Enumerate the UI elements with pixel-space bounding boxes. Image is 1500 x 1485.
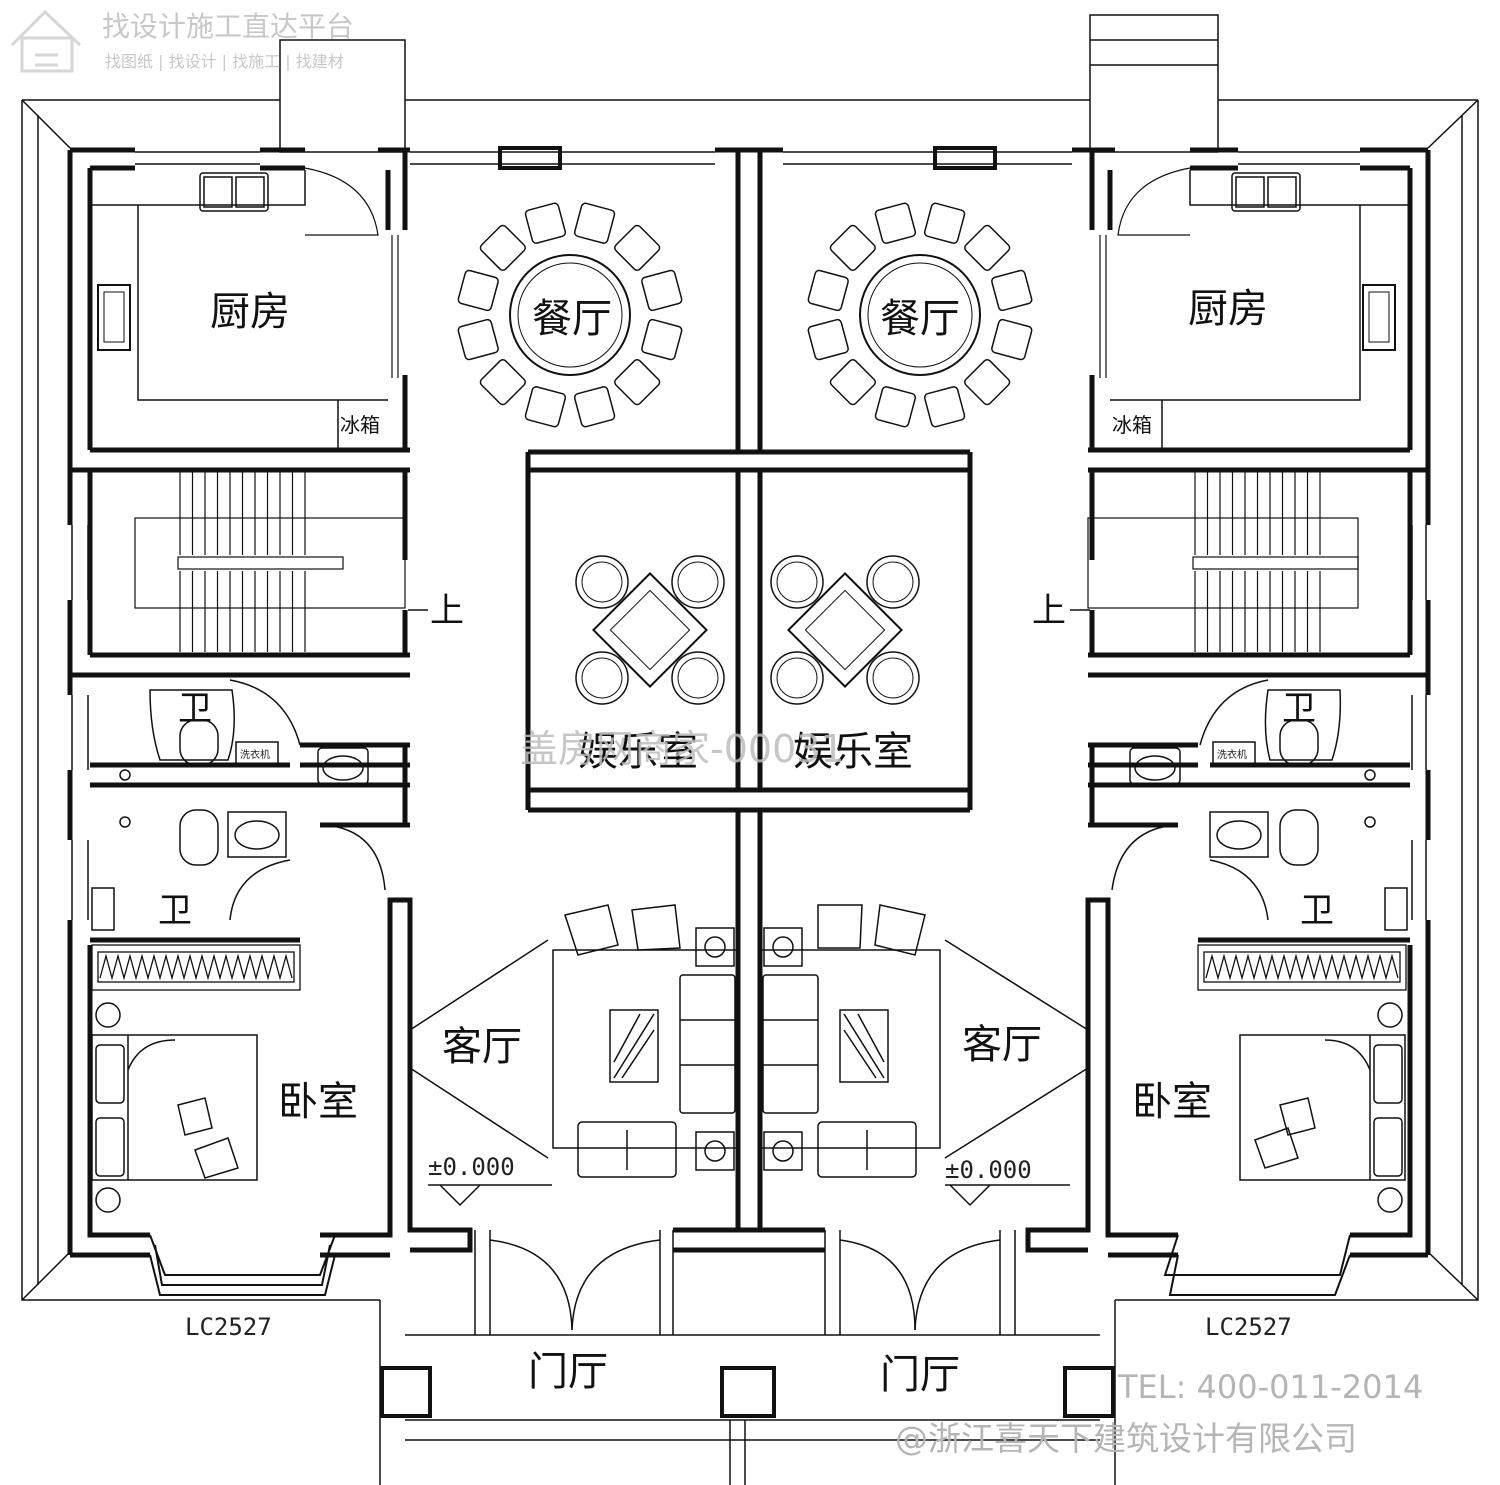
stair-right <box>1087 472 1359 652</box>
bay-window-right <box>1163 1234 1351 1296</box>
stair-up-right-label: 上 <box>1032 591 1066 631</box>
living-right-label: 客厅 <box>962 1022 1042 1068</box>
watermark-title: 找设计施工直达平台 <box>102 10 354 43</box>
logo-watermark <box>10 9 82 73</box>
fridge-left-label: 冰箱 <box>340 413 380 437</box>
dining-right-label: 餐厅 <box>880 296 960 342</box>
kitchen-door-left <box>304 167 399 378</box>
bedroom-left-label: 卧室 <box>278 1079 358 1125</box>
bath-lower-left-label: 卫 <box>158 891 192 931</box>
kitchen-door-right <box>1099 167 1191 378</box>
stair-up-left-label: 上 <box>430 591 464 631</box>
roof-outline <box>21 99 1479 1301</box>
elevation-right-label: ±0.000 <box>945 1156 1032 1184</box>
porch-columns <box>380 1366 1115 1418</box>
washer-right-1: 洗衣机 <box>1217 748 1247 761</box>
elevation-markers <box>428 1184 1070 1207</box>
entertain-right-label: 娱乐室 <box>793 729 913 775</box>
game-table-right <box>770 555 920 705</box>
stair-left <box>134 472 406 652</box>
kitchen-left-label: 厨房 <box>210 289 290 335</box>
living-furniture-left <box>409 904 739 1178</box>
wardrobe-right <box>1197 944 1407 991</box>
game-table-left <box>575 555 725 705</box>
bedroom-right-label: 卧室 <box>1132 1079 1212 1125</box>
bed-left <box>91 1002 258 1213</box>
wardrobe-left <box>91 944 301 991</box>
washer-left-1: 洗衣机 <box>240 748 270 761</box>
fridge-right-label: 冰箱 <box>1112 413 1152 437</box>
bath-lower-right-label: 卫 <box>1300 891 1334 931</box>
foyer-right-label: 门厅 <box>880 1352 960 1398</box>
dining-left-label: 餐厅 <box>532 296 612 342</box>
bay-window-left <box>149 1234 336 1296</box>
elevation-left-label: ±0.000 <box>428 1153 515 1181</box>
bath-upper-right-label: 卫 <box>1282 689 1316 729</box>
watermark-tel: TEL: 400-011-2014 <box>1117 1368 1423 1406</box>
kitchen-counter-left <box>92 170 388 448</box>
chimney-right <box>1089 14 1219 153</box>
watermark-center: 盖房网商家-00031 <box>520 727 845 771</box>
kitchen-right-label: 厨房 <box>1188 286 1268 332</box>
living-left-label: 客厅 <box>442 1024 522 1070</box>
windows <box>71 146 1427 920</box>
bed-right <box>1239 1002 1406 1213</box>
foyer-left-label: 门厅 <box>528 1349 608 1395</box>
watermark-company: @浙江喜天下建筑设计有限公司 <box>895 1419 1357 1458</box>
bath-fixtures-right <box>1111 679 1408 931</box>
bath-fixtures-left <box>91 679 386 931</box>
kitchen-counter-right <box>1110 170 1408 448</box>
window-left-label: LC2527 <box>185 1313 272 1341</box>
window-right-label: LC2527 <box>1205 1313 1292 1341</box>
walls <box>67 147 1431 1258</box>
bath-upper-left-label: 卫 <box>178 689 212 729</box>
dining-table-right <box>807 202 1033 428</box>
dining-table-left <box>457 202 683 428</box>
entertain-left-label: 娱乐室 <box>578 729 698 775</box>
living-furniture-right <box>759 904 1089 1178</box>
watermark-subtitle: 找图纸 | 找设计 | 找施工 | 找建材 <box>105 52 344 71</box>
chimney-left <box>279 39 406 153</box>
